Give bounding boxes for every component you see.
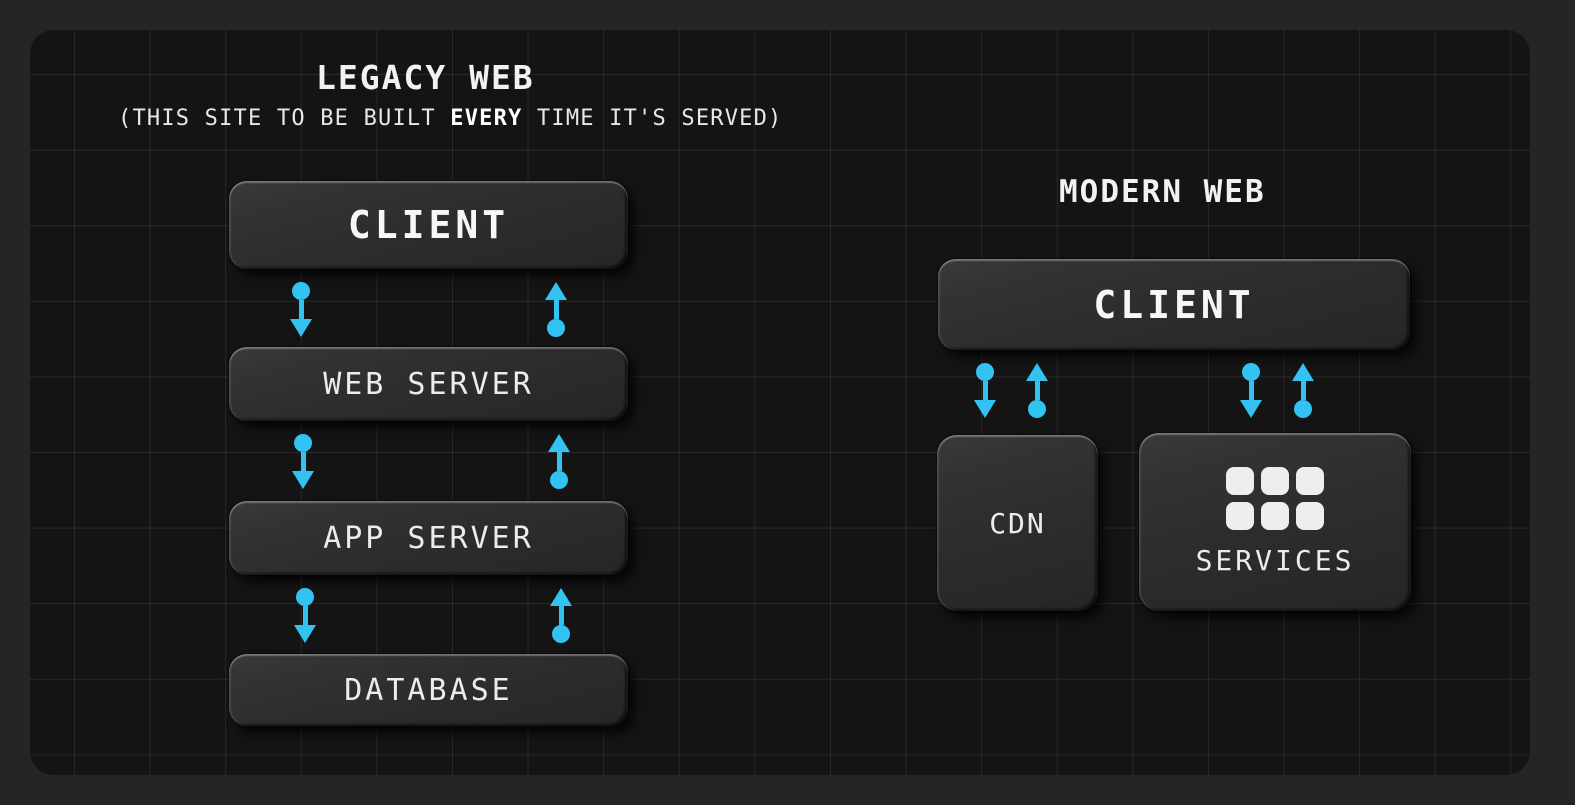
legacy-node-web-server-label: WEB SERVER (323, 366, 534, 402)
arrow-stem (553, 300, 559, 319)
legacy-node-client[interactable]: CLIENT (229, 181, 628, 269)
legacy-node-app-server[interactable]: APP SERVER (229, 501, 628, 575)
arrow-head-up-icon (1292, 363, 1314, 381)
modern-node-client-label: CLIENT (1093, 282, 1255, 327)
arrow-dot (552, 625, 570, 643)
grid-tile (1225, 502, 1254, 530)
arrow-head-up-icon (1026, 363, 1048, 381)
legacy-arrow-app-server-to-database (294, 588, 316, 643)
arrow-head-down-icon (1240, 400, 1262, 418)
grid-tile (1260, 502, 1289, 530)
grid-tile (1225, 467, 1254, 495)
grid-tile (1260, 467, 1289, 495)
modern-node-cdn[interactable]: CDN (937, 435, 1098, 611)
modern-arrow-client-to-services (1240, 363, 1262, 418)
arrow-dot (1242, 363, 1260, 381)
modern-node-services[interactable]: SERVICES (1139, 433, 1411, 611)
arrow-stem (982, 381, 988, 400)
arrow-dot (1294, 400, 1312, 418)
modern-node-cdn-label: CDN (989, 506, 1046, 540)
legacy-subtitle-prefix: (THIS SITE TO BE BUILT (118, 106, 451, 131)
arrow-dot (294, 434, 312, 452)
legacy-node-database[interactable]: DATABASE (229, 654, 628, 726)
arrow-head-up-icon (548, 434, 570, 452)
arrow-stem (1300, 381, 1306, 400)
modern-web-title: MODERN WEB (1059, 174, 1266, 210)
arrow-dot (1028, 400, 1046, 418)
arrow-stem (556, 452, 562, 471)
arrow-stem (300, 452, 306, 471)
modern-arrow-client-to-cdn (974, 363, 996, 418)
arrow-dot (296, 588, 314, 606)
arrow-head-down-icon (292, 471, 314, 489)
services-content: SERVICES (1196, 467, 1355, 577)
grid-tile (1295, 467, 1324, 495)
legacy-web-subtitle: (THIS SITE TO BE BUILT EVERY TIME IT'S S… (118, 106, 783, 131)
arrow-head-down-icon (974, 400, 996, 418)
grid-3x2-icon (1225, 467, 1324, 530)
arrow-head-up-icon (550, 588, 572, 606)
arrow-stem (302, 606, 308, 625)
legacy-arrow-database-to-app-server (550, 588, 572, 643)
arrow-head-up-icon (545, 282, 567, 300)
legacy-arrow-client-to-web-server (290, 282, 312, 337)
arrow-stem (1248, 381, 1254, 400)
legacy-node-web-server[interactable]: WEB SERVER (229, 347, 628, 421)
legacy-node-client-label: CLIENT (347, 203, 510, 247)
legacy-arrow-web-server-to-app-server (292, 434, 314, 489)
modern-node-client[interactable]: CLIENT (938, 259, 1410, 350)
legacy-node-database-label: DATABASE (344, 672, 513, 708)
legacy-web-title: LEGACY WEB (316, 58, 535, 97)
arrow-dot (292, 282, 310, 300)
legacy-node-app-server-label: APP SERVER (323, 520, 534, 556)
arrow-stem (1034, 381, 1040, 400)
arrow-stem (298, 300, 304, 319)
legacy-subtitle-suffix: TIME IT'S SERVED) (522, 106, 783, 131)
modern-node-services-label: SERVICES (1195, 544, 1355, 577)
arrow-dot (547, 319, 565, 337)
legacy-arrow-app-server-to-web-server (548, 434, 570, 489)
modern-arrow-cdn-to-client (1026, 363, 1048, 418)
arrow-dot (976, 363, 994, 381)
arrow-stem (558, 606, 564, 625)
arrow-head-down-icon (294, 625, 316, 643)
arrow-head-down-icon (290, 319, 312, 337)
legacy-subtitle-emphasis: EVERY (450, 106, 523, 131)
legacy-arrow-web-server-to-client (545, 282, 567, 337)
grid-tile (1295, 502, 1324, 530)
modern-arrow-services-to-client (1292, 363, 1314, 418)
arrow-dot (550, 471, 568, 489)
